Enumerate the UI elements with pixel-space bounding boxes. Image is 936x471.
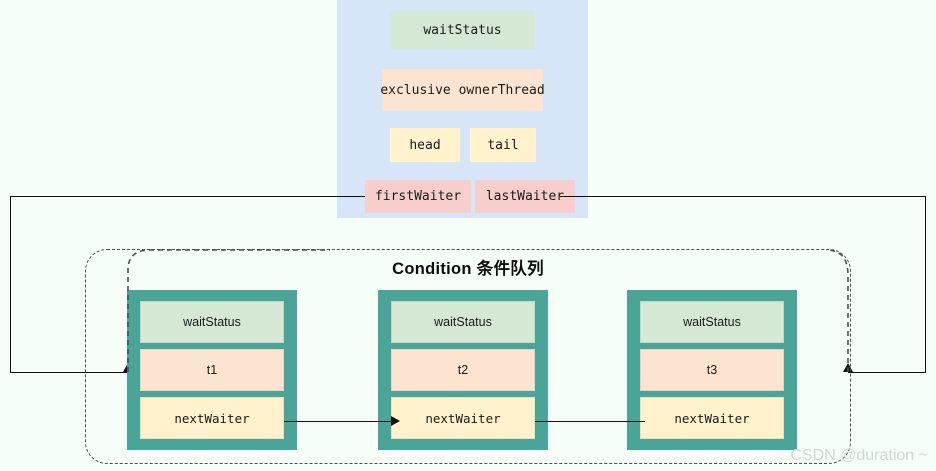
aqs-field-tail: tail <box>470 128 536 162</box>
link-t2-to-t3 <box>535 421 645 422</box>
lastwaiter-connector-right <box>925 196 926 372</box>
node-t3-thread: t3 <box>640 349 784 391</box>
csdn-watermark: CSDN @duration ~ <box>790 447 928 464</box>
node-t2-nextwaiter: nextWaiter <box>391 397 535 439</box>
aqs-field-lastwaiter: lastWaiter <box>475 180 575 213</box>
aqs-field-waitstatus: waitStatus <box>390 11 535 49</box>
lastwaiter-connector-top <box>560 196 926 197</box>
waiter-node-t1: waitStatus t1 nextWaiter <box>127 290 297 450</box>
node-t1-nextwaiter: nextWaiter <box>140 397 284 439</box>
link-t1-to-t2 <box>284 421 394 422</box>
node-t1-waitstatus: waitStatus <box>140 301 284 343</box>
aqs-panel: waitStatus exclusive ownerThread head ta… <box>337 0 588 218</box>
waiter-node-t3: waitStatus t3 nextWaiter <box>627 290 797 450</box>
node-t2-thread: t2 <box>391 349 535 391</box>
firstwaiter-connector-top <box>10 196 365 197</box>
node-t1-thread: t1 <box>140 349 284 391</box>
node-t2-waitstatus: waitStatus <box>391 301 535 343</box>
condition-queue-title: Condition 条件队列 <box>392 260 544 278</box>
node-t3-nextwaiter: nextWaiter <box>640 397 784 439</box>
waiter-node-t2: waitStatus t2 nextWaiter <box>378 290 548 450</box>
aqs-field-firstwaiter: firstWaiter <box>365 180 471 213</box>
aqs-field-head: head <box>390 128 460 162</box>
firstwaiter-connector-bottom <box>10 372 128 373</box>
condition-queue-container <box>85 249 851 464</box>
firstwaiter-connector-left <box>10 196 11 372</box>
lastwaiter-connector-bottom <box>848 372 926 373</box>
link-t1-to-t2-arrowhead-icon <box>391 416 400 426</box>
aqs-field-exclusive-owner-thread: exclusive ownerThread <box>380 69 545 111</box>
node-t3-waitstatus: waitStatus <box>640 301 784 343</box>
